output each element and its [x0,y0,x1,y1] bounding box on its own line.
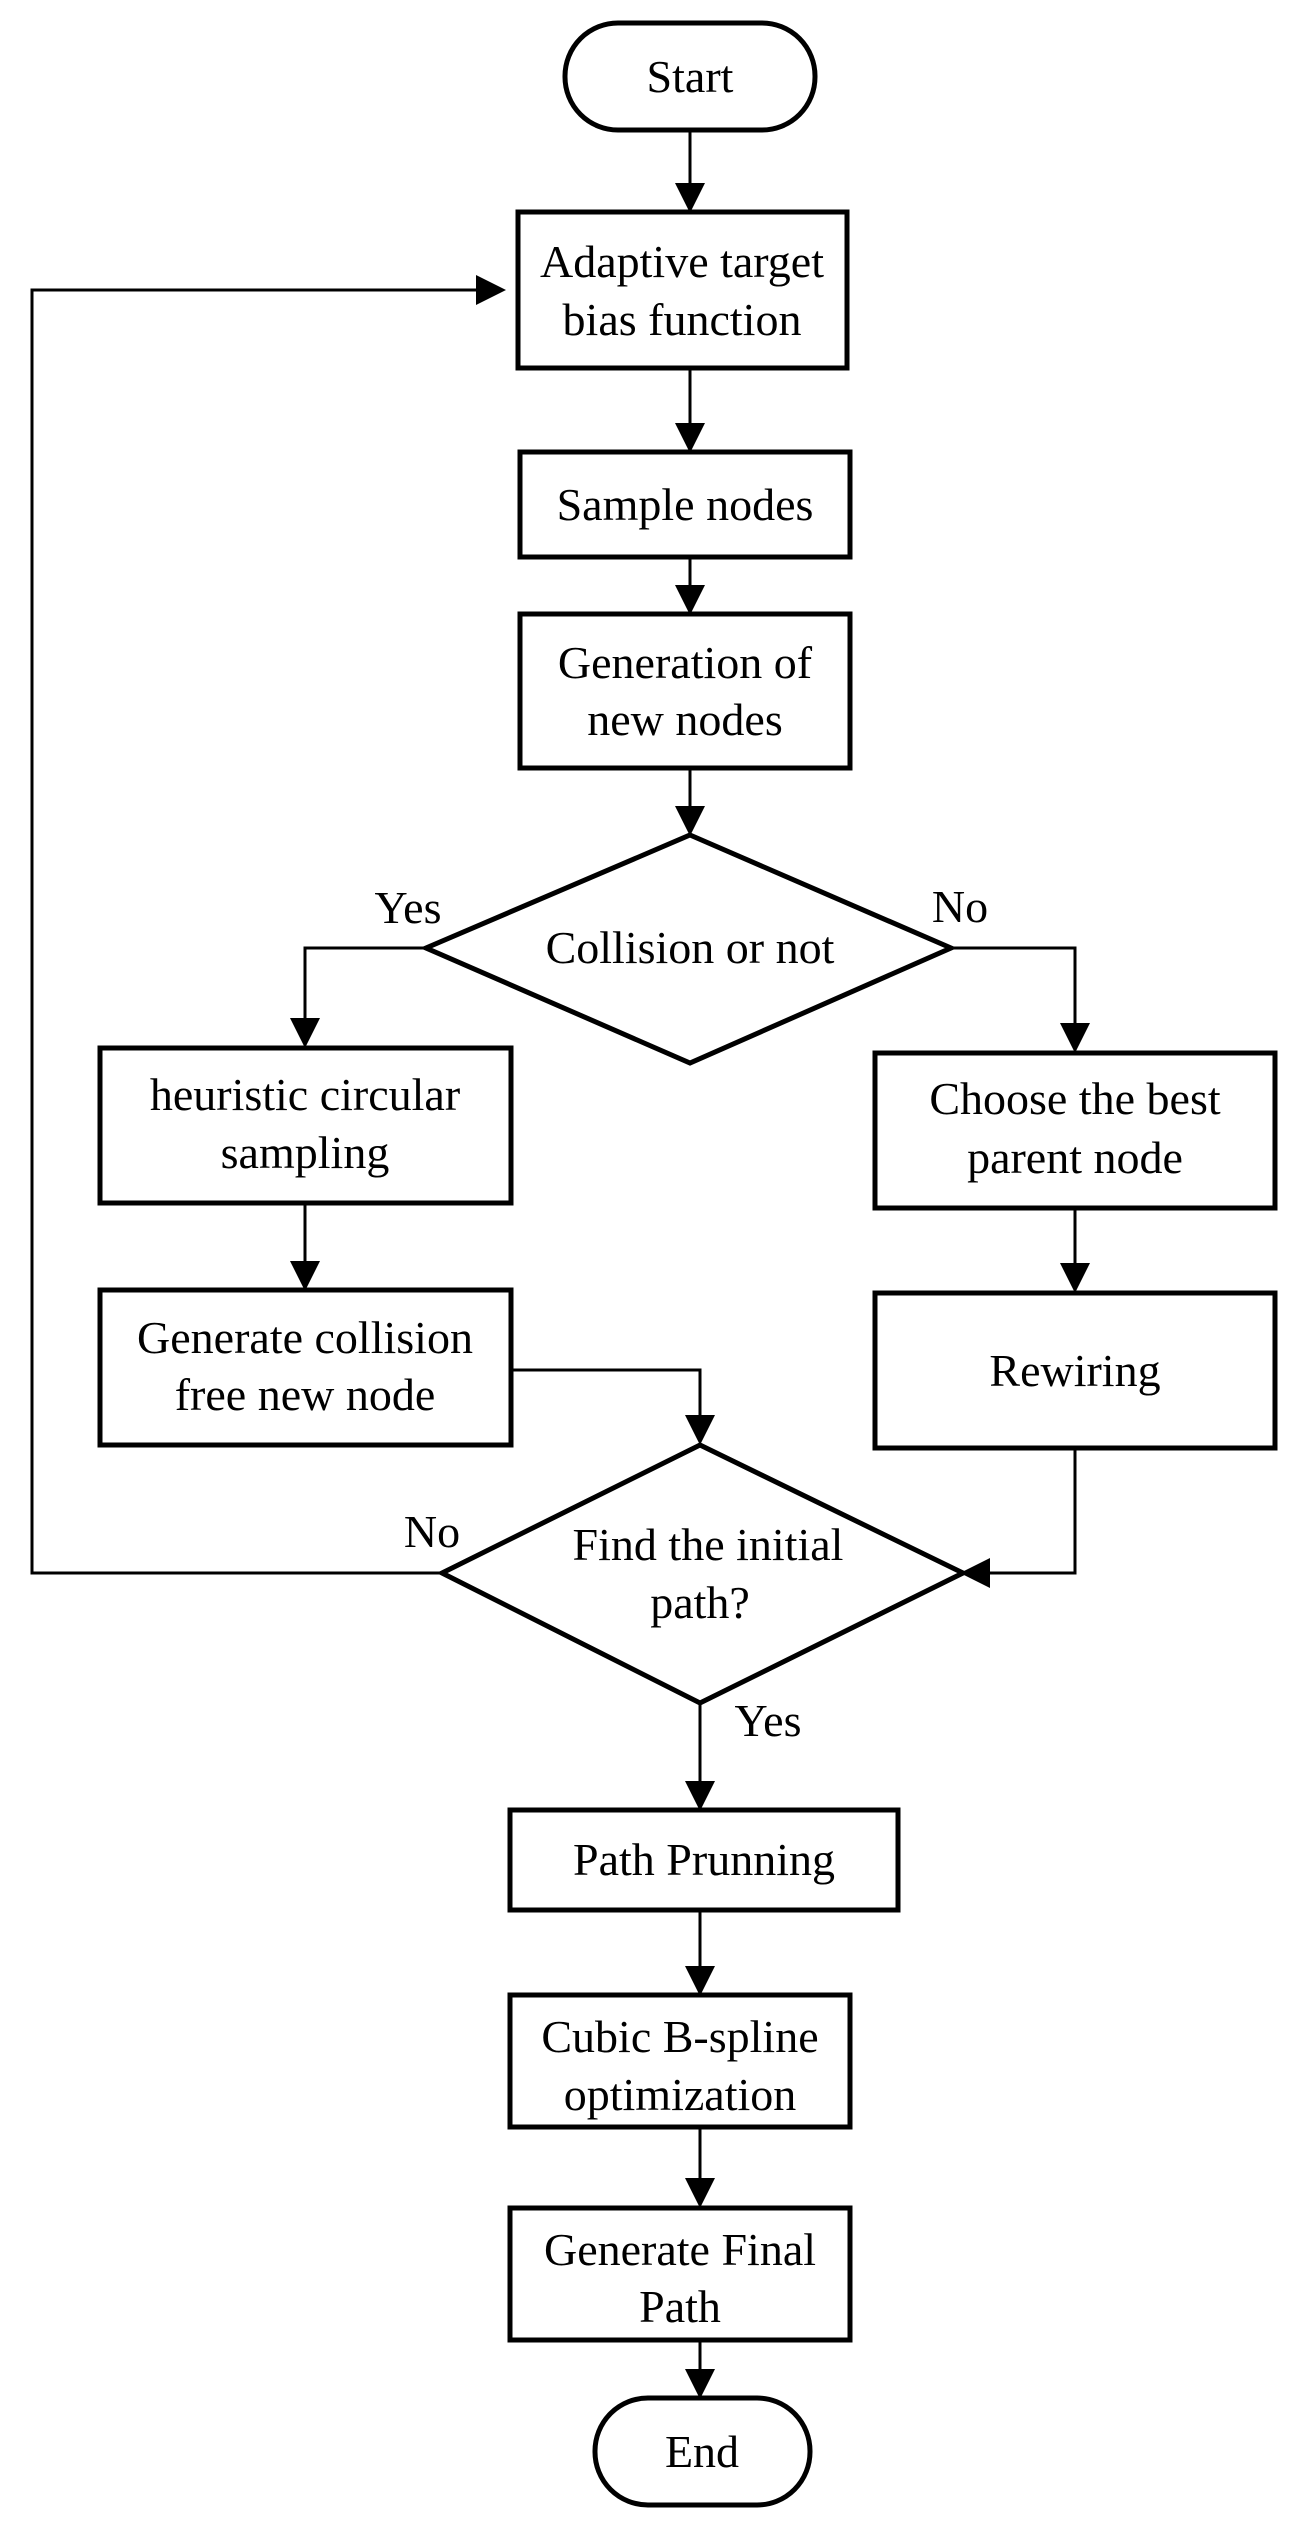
node-adaptive-target-bias: Adaptive target bias function [515,209,850,371]
node-generate-collision-free: Generate collision free new node [97,1287,514,1448]
node-final-label-1: Generate Final [544,2224,816,2275]
node-start: Start [562,20,818,133]
node-bspline-label-2: optimization [564,2069,797,2120]
edge-label-find-yes: Yes [735,1695,802,1746]
edge-generate-find [511,1368,715,1445]
edge-label-collision-yes: Yes [375,882,442,933]
node-find-label-1: Find the initial [573,1519,844,1570]
edges [30,130,1090,2399]
node-prunning-label: Path Prunning [573,1834,835,1885]
node-generate-free-label-1: Generate collision [137,1312,473,1363]
node-bspline-label-1: Cubic B-spline [541,2011,818,2062]
node-generation-label-1: Generation of [558,637,813,688]
node-heuristic-label-2: sampling [221,1127,390,1178]
node-final-label-2: Path [639,2281,721,2332]
node-adaptive-label-2: bias function [563,294,802,345]
node-end-label: End [665,2426,739,2477]
edge-find-no-adaptive [30,275,506,1575]
node-find-initial-path-decision: Find the initial path? [436,1442,969,1706]
edge-rewiring-find [960,1448,1077,1588]
node-generate-final-path: Generate Final Path [507,2205,853,2343]
node-path-prunning: Path Prunning [507,1807,901,1913]
edge-collision-yes-heuristic [290,946,426,1048]
node-rewiring-label: Rewiring [989,1345,1160,1396]
node-collision-decision: Collision or not [419,832,958,1066]
node-generation-new-nodes: Generation of new nodes [517,611,853,771]
edge-label-collision-no: No [932,881,988,932]
edge-label-find-no: No [404,1506,460,1557]
node-heuristic-circular-sampling: heuristic circular sampling [97,1045,514,1206]
node-cubic-bspline: Cubic B-spline optimization [507,1992,853,2130]
edge-collision-no-choose [951,946,1090,1053]
node-choose-best-parent: Choose the best parent node [872,1050,1278,1211]
node-collision-label: Collision or not [546,922,835,973]
node-sample-nodes: Sample nodes [517,449,853,560]
node-choose-label-1: Choose the best [929,1073,1221,1124]
node-choose-label-2: parent node [967,1132,1183,1183]
node-adaptive-label-1: Adaptive target [540,236,824,287]
node-generation-label-2: new nodes [587,694,782,745]
node-end: End [592,2395,813,2508]
node-generate-free-label-2: free new node [175,1369,436,1420]
node-sample-label: Sample nodes [557,479,814,530]
node-rewiring: Rewiring [872,1290,1278,1451]
node-find-label-2: path? [650,1577,750,1628]
node-heuristic-label-1: heuristic circular [150,1069,460,1120]
node-start-label: Start [647,51,734,102]
